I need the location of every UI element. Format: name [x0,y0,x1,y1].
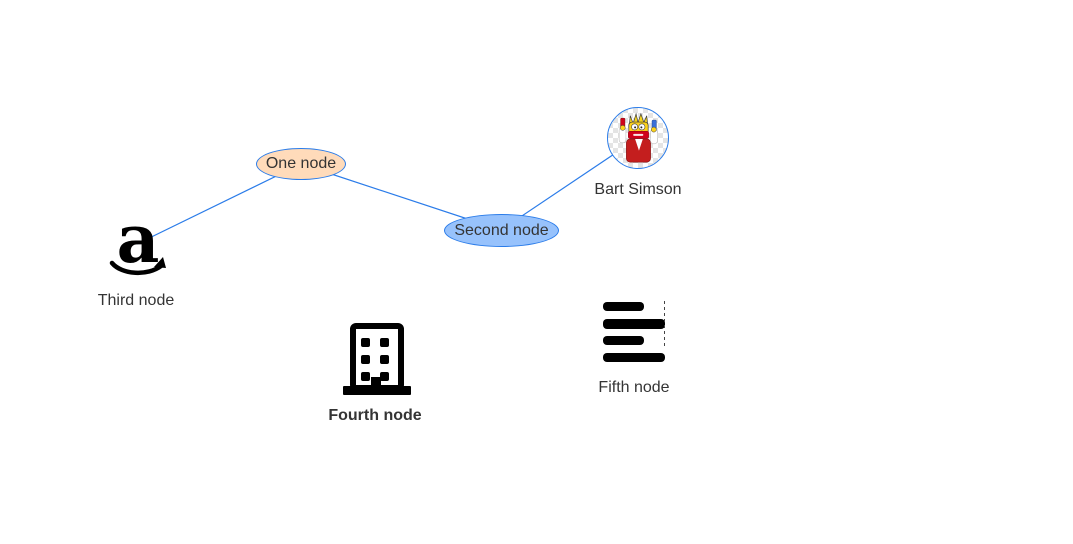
bart-simpson-image [618,112,658,163]
node-second-label: Second node [454,221,549,239]
node-second[interactable]: Second node [444,214,559,247]
node-one[interactable]: One node [256,148,346,180]
node-fourth-label: Fourth node [328,407,422,424]
node-third[interactable]: a [107,212,167,278]
node-fifth[interactable] [601,299,667,363]
node-bart-simson-label: Bart Simson [594,181,682,198]
node-third-label: Third node [97,292,175,309]
text-lines-icon [603,301,665,362]
edge-third-to-one[interactable] [136,163,302,245]
node-bart-simson[interactable] [607,107,669,169]
building-icon [343,323,411,395]
svg-text:a: a [117,212,160,278]
node-fourth[interactable] [341,321,413,396]
node-one-label: One node [265,155,337,172]
node-fifth-label: Fifth node [598,379,670,396]
amazon-logo-icon: a [109,212,166,278]
